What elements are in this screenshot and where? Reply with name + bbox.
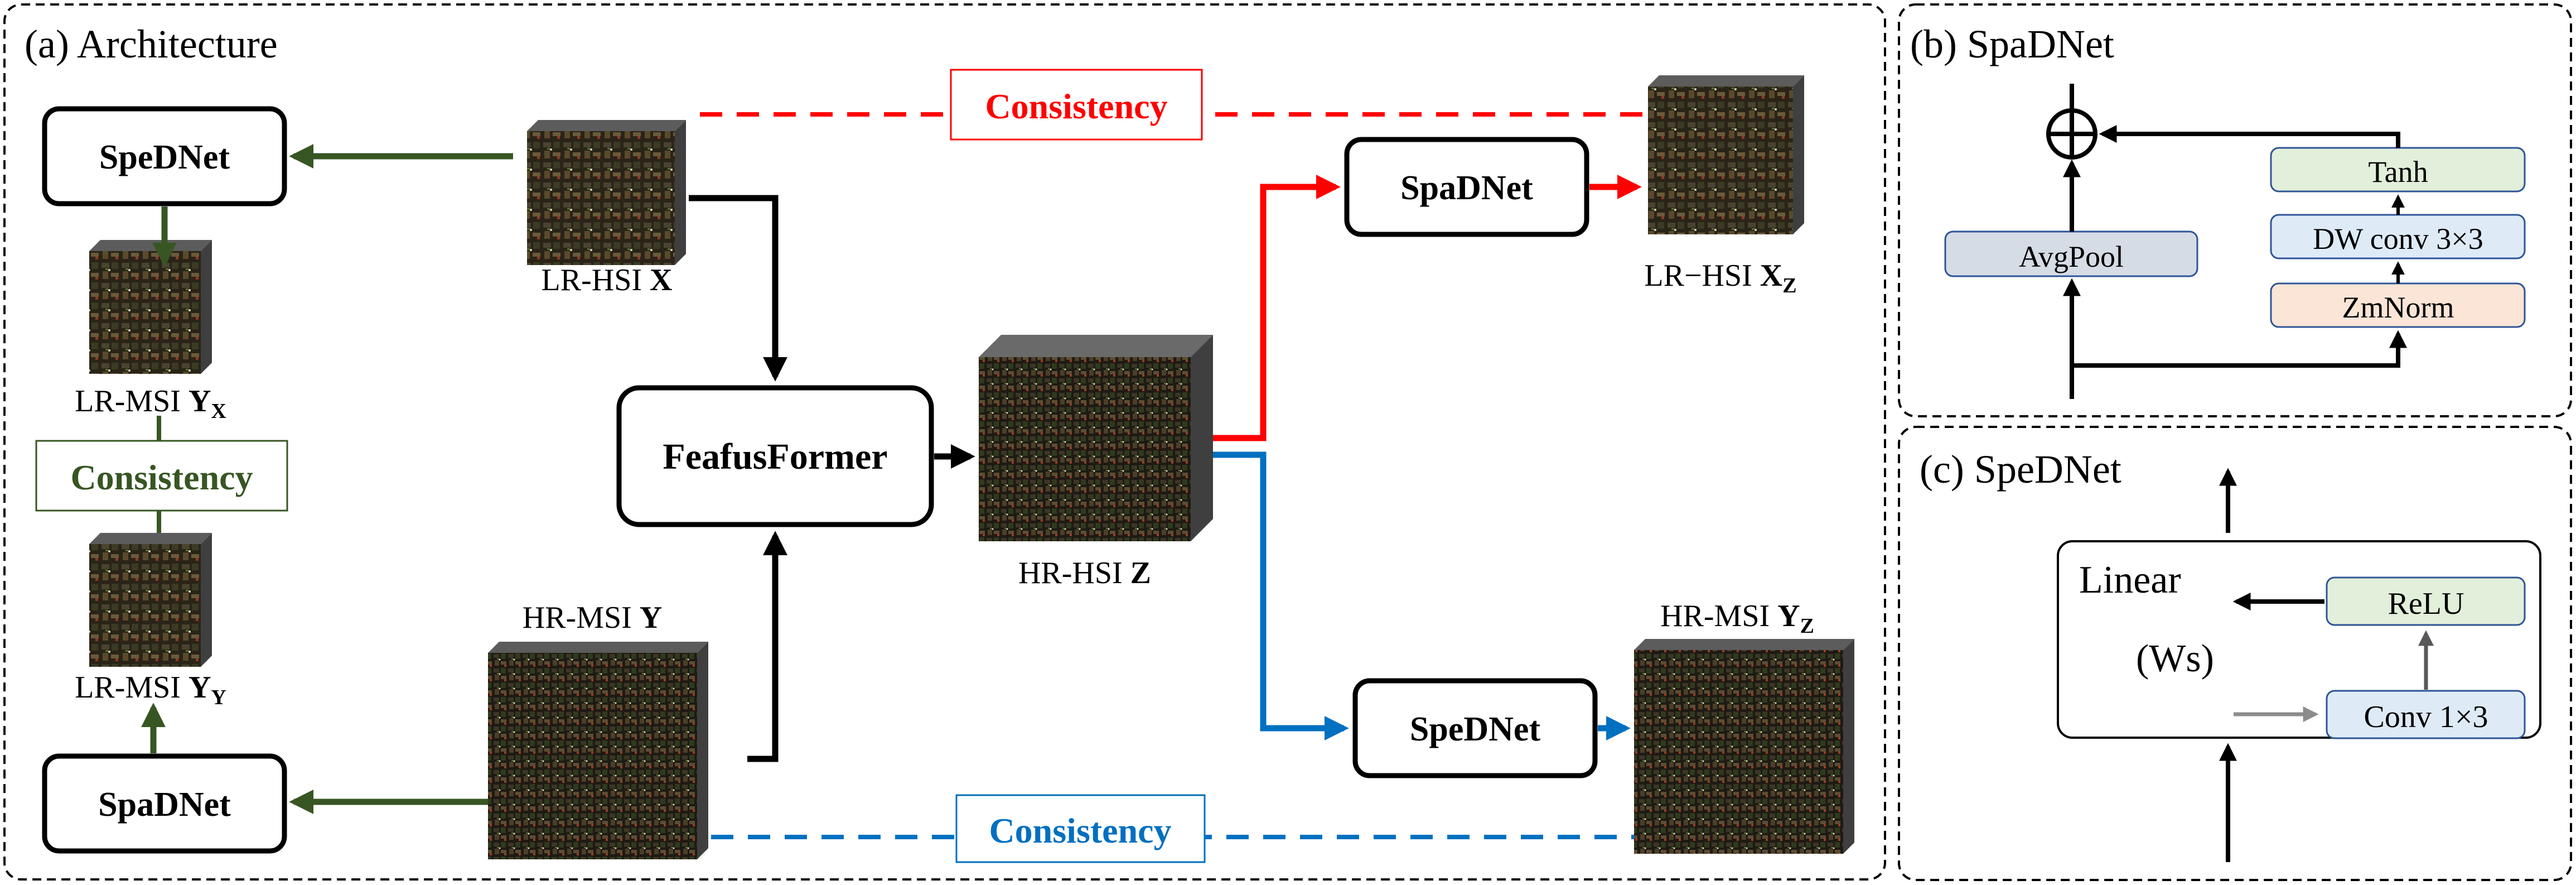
arrow-z-to-spednet (1213, 451, 1349, 740)
zmnorm-box: ZmNorm (2270, 282, 2526, 328)
cube-lr-hsi-xz (1648, 75, 1804, 234)
svg-text:ZmNorm: ZmNorm (2342, 291, 2454, 324)
panel-a-title: (a) Architecture (25, 22, 278, 66)
cube-lr-msi-yy (89, 533, 212, 667)
cube-hr-hsi-z (979, 335, 1213, 541)
svg-text:AvgPool: AvgPool (2019, 240, 2124, 273)
label-hr-msi-y: HR-MSI Y (523, 600, 662, 635)
cube-lr-msi-yx (89, 240, 212, 374)
arrow-x-to-feafusformer (689, 195, 787, 382)
spednet-block-top: SpeDNet (42, 106, 287, 206)
spadnet-block-bottom: SpaDNet (42, 753, 287, 854)
tanh-box: Tanh (2270, 147, 2526, 193)
label-hr-msi-yz: HR-MSI YZ (1660, 599, 1814, 638)
cube-hr-msi-y (488, 642, 708, 859)
svg-text:Tanh: Tanh (2368, 155, 2428, 189)
spednet-block-right: SpeDNet (1352, 678, 1598, 778)
label-lr-hsi-x: LR-HSI X (542, 263, 673, 297)
svg-text:FeafusFormer: FeafusFormer (663, 436, 887, 477)
svg-text:DW conv 3×3: DW conv 3×3 (2313, 222, 2483, 256)
label-lr-msi-yy: LR-MSI YY (75, 670, 226, 709)
label-lr-msi-yx: LR-MSI YX (75, 384, 226, 423)
svg-text:ReLU: ReLU (2388, 586, 2464, 621)
conv-box: Conv 1×3 (2326, 690, 2526, 739)
feafusformer-block: FeafusFormer (616, 385, 934, 527)
dwconv-box: DW conv 3×3 (2270, 214, 2526, 259)
consistency-label-top: Consistency (950, 69, 1203, 141)
panel-a-frame (3, 3, 1886, 881)
label-lr-hsi-xz: LR−HSI XZ (1644, 258, 1796, 297)
add-node (2046, 108, 2097, 160)
cube-lr-hsi-x (527, 120, 686, 265)
svg-text:Consistency: Consistency (70, 458, 253, 497)
arrow-y-to-feafusformer (747, 531, 787, 762)
panel-c-frame (1898, 426, 2572, 881)
svg-text:SpeDNet: SpeDNet (1410, 710, 1541, 748)
svg-text:Consistency: Consistency (985, 86, 1167, 126)
relu-box: ReLU (2326, 576, 2526, 626)
svg-text:Conv 1×3: Conv 1×3 (2364, 700, 2488, 734)
avgpool-box: AvgPool (1944, 230, 2198, 277)
svg-text:SpaDNet: SpaDNet (1400, 169, 1533, 207)
panel-b-frame (1898, 3, 2572, 417)
consistency-label-left: Consistency (35, 440, 288, 512)
svg-text:SpeDNet: SpeDNet (99, 138, 230, 176)
svg-text:(Ws): (Ws) (2136, 637, 2214, 680)
b-arrow-tanh-to-add (2099, 125, 2400, 148)
panel-c-title: (c) SpeDNet (1920, 447, 2121, 492)
cube-hr-msi-yz (1634, 639, 1854, 854)
consistency-label-bottom: Consistency (955, 794, 1206, 863)
svg-text:Consistency: Consistency (989, 811, 1171, 850)
panel-b-title: (b) SpaDNet (1910, 22, 2114, 66)
svg-text:Linear: Linear (2079, 559, 2181, 602)
arrow-z-to-spadnet (1213, 175, 1341, 441)
spadnet-block-right: SpaDNet (1344, 137, 1589, 237)
label-hr-hsi-z: HR-HSI Z (1018, 556, 1151, 590)
svg-text:SpaDNet: SpaDNet (98, 786, 231, 824)
b-arrow-branch-to-zmnorm (2072, 330, 2407, 368)
